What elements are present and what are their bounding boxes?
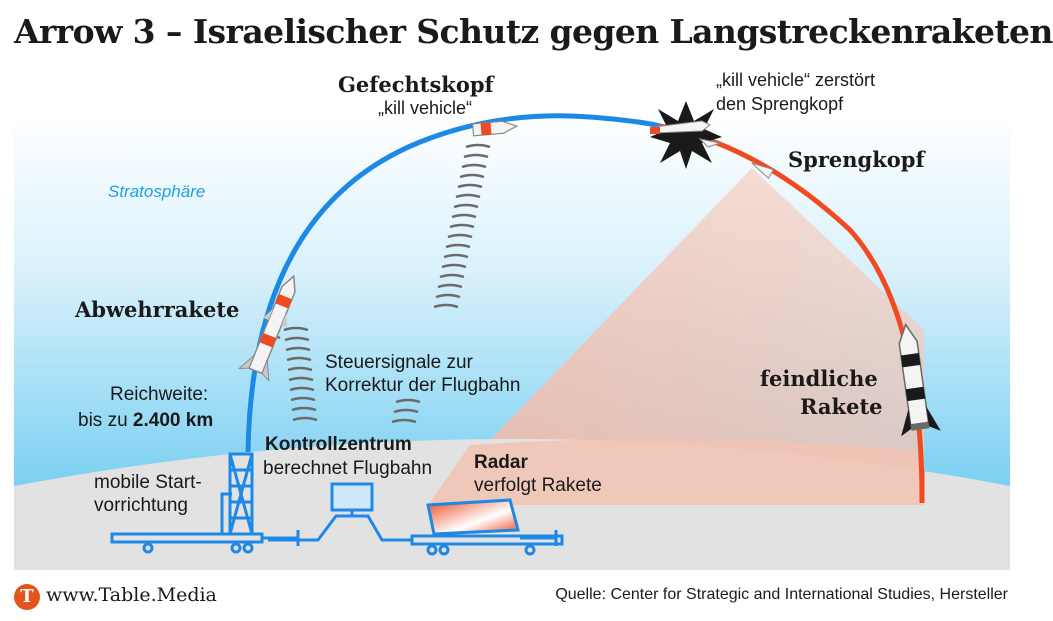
enemy-rocket-line1: feindliche — [760, 366, 878, 391]
radar-subtitle: verfolgt Rakete — [474, 475, 602, 496]
range-value: 2.400 km — [132, 410, 214, 431]
kill-caption-line2: den Sprengkopf — [716, 94, 844, 114]
control-center-subtitle: berechnet Flugbahn — [263, 458, 433, 479]
stratosphere-label: Stratosphäre — [108, 182, 206, 201]
explosion-icon — [650, 101, 722, 169]
range-prefix: bis zu — [78, 410, 128, 431]
radar-cone-lower — [428, 438, 924, 505]
launcher-line1: mobile Start- — [94, 472, 202, 493]
page-title: Arrow 3 – Israelischer Schutz gegen Lang… — [14, 12, 1053, 51]
sprengkopf-label: Sprengkopf — [788, 147, 925, 172]
interceptor-trajectory — [245, 113, 661, 453]
signals-line1: Steuersignale zur — [325, 352, 473, 373]
arrow3-diagram — [14, 101, 1010, 570]
footer: T www.Table.Media Quelle: Center for Str… — [0, 570, 1024, 621]
range-line1: Reichweite: — [110, 384, 209, 405]
site-link[interactable]: www.Table.Media — [46, 584, 217, 606]
interceptor-label: Abwehrrakete — [75, 297, 240, 322]
enemy-rocket-line2: Rakete — [800, 394, 883, 419]
kill-caption-line1: „kill vehicle“ zerstört — [716, 70, 876, 90]
source-note: Quelle: Center for Strategic and Interna… — [555, 586, 1008, 603]
radar-title: Radar — [474, 452, 528, 473]
table-media-logo-icon: T — [14, 584, 40, 610]
warhead-icon — [751, 162, 775, 180]
radar-icon — [410, 498, 564, 556]
kill-vehicle-icon — [471, 120, 519, 137]
launcher-line2: vorrichtung — [94, 495, 188, 516]
launcher-icon — [110, 452, 300, 554]
signal-waves-icon — [272, 143, 491, 424]
warhead-title: Gefechtskopf — [338, 72, 494, 97]
enemy-rocket-icon — [898, 322, 941, 437]
warhead-subtitle: „kill vehicle“ — [378, 98, 473, 118]
range-line2: bis zu 2.400 km — [78, 410, 213, 432]
radar-cone — [428, 168, 924, 505]
signals-line2: Korrektur der Flugbahn — [325, 375, 521, 396]
control-center-icon — [268, 482, 412, 542]
interceptor-rocket-icon — [237, 274, 296, 382]
control-center-title: Kontrollzentrum — [265, 434, 412, 455]
